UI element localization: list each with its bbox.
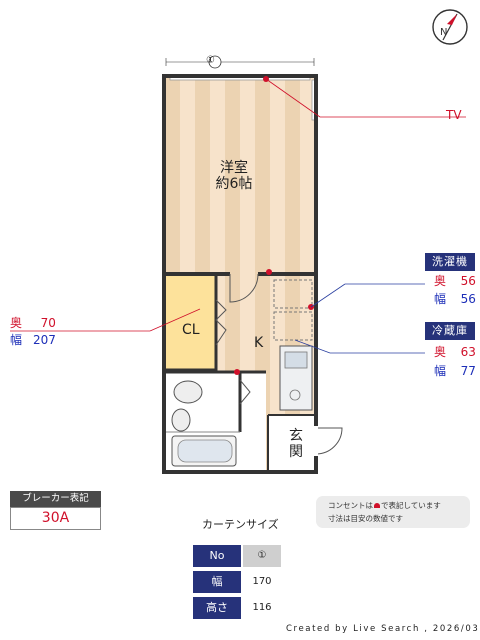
washer-depth: 奥 56 [434, 274, 476, 288]
fridge-width-label: 幅 [434, 364, 447, 378]
washer-width-value: 56 [460, 292, 476, 306]
closet-depth-label: 奥 [10, 316, 23, 330]
kitchen-label: K [254, 335, 264, 351]
washer-width-label: 幅 [434, 292, 447, 306]
closet-floor [166, 274, 216, 370]
curtain-row-value: 170 [252, 576, 272, 587]
fridge-width-value: 77 [460, 364, 476, 378]
tv-label: TV [446, 108, 462, 122]
curtain-row-height: 高さ 116 [193, 597, 281, 619]
breaker-title: ブレーカー表記 [10, 491, 101, 507]
fridge-width: 幅 77 [434, 364, 476, 378]
closet-depth: 奥 70 [10, 316, 56, 330]
window-number-label: ① [206, 55, 215, 66]
entrance-label: 玄関 [289, 428, 303, 460]
closet-label: CL [182, 322, 200, 338]
fridge-depth-value: 63 [460, 345, 476, 359]
closet-width-value: 207 [32, 333, 56, 347]
curtain-row-value: ① [243, 545, 281, 567]
curtain-row-width: 幅 170 [193, 571, 281, 593]
legend-note: コンセントはで表記しています 寸法は目安の数値です [316, 496, 470, 528]
room-name-label: 洋室 [220, 160, 248, 176]
washer-width: 幅 56 [434, 292, 476, 306]
curtain-row-header: 幅 [193, 571, 241, 593]
legend-note-line2: 寸法は目安の数値です [328, 514, 403, 523]
western-room [166, 78, 314, 274]
fridge-depth: 奥 63 [434, 345, 476, 359]
credit-line: Created by Live Search , 2026/03 [286, 624, 480, 634]
curtain-row-header: 高さ [193, 597, 241, 619]
legend-note-line1: コンセントはで表記しています [328, 501, 441, 510]
curtain-row-value: 116 [252, 602, 272, 613]
fridge-tag: 冷蔵庫 [425, 322, 475, 340]
curtain-row-no: No ① [193, 545, 281, 567]
svg-text:N: N [440, 27, 447, 38]
closet-width: 幅 207 [10, 333, 56, 347]
entrance-floor [268, 415, 314, 470]
compass-north-icon: N [432, 9, 468, 45]
fridge-depth-label: 奥 [434, 345, 447, 359]
washer-tag: 洗濯機 [425, 253, 475, 271]
closet-width-label: 幅 [10, 333, 23, 347]
curtain-row-header: No [193, 545, 241, 567]
breaker-value: 30A [10, 507, 101, 530]
closet-depth-value: 70 [40, 316, 56, 330]
room-size-label: 約6帖 [215, 176, 253, 192]
outlet-dot-icon [374, 503, 380, 508]
washer-depth-label: 奥 [434, 274, 447, 288]
curtain-title: カーテンサイズ [202, 518, 279, 531]
washer-depth-value: 56 [460, 274, 476, 288]
